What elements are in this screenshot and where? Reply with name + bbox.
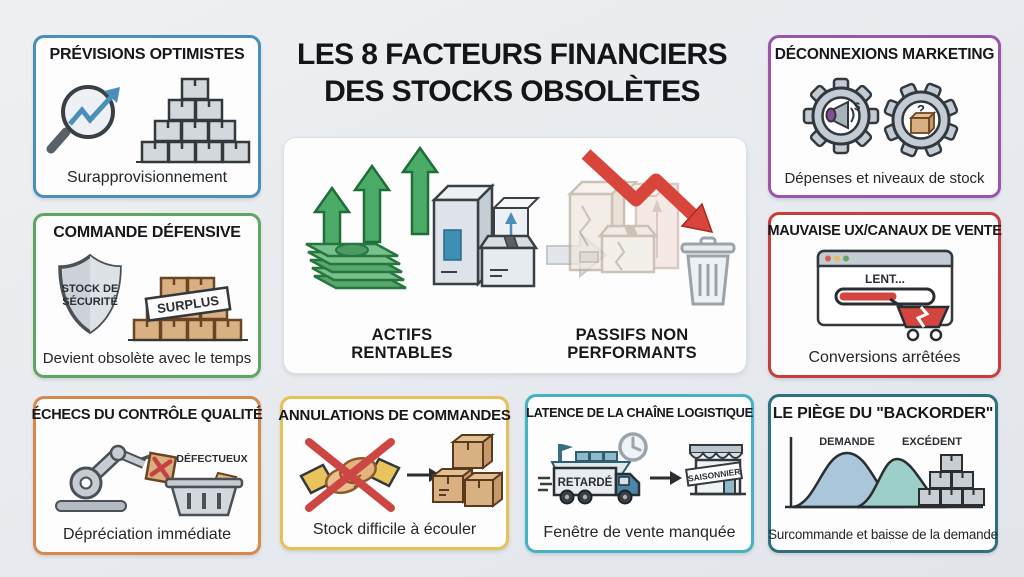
arrow-right-icon	[649, 471, 682, 486]
svg-text:STOCK DE: STOCK DE	[62, 283, 119, 295]
card-previsions-optimistes: PRÉVISIONS OPTIMISTES	[33, 35, 261, 198]
svg-text:DEMANDE: DEMANDE	[819, 436, 875, 448]
card-caption: Surcommande et baisse de la demande	[768, 526, 998, 542]
actifs-label: ACTIFS RENTABLES	[351, 326, 453, 362]
waste-basket-icon	[164, 472, 244, 517]
passifs-label: PASSIFS NON PERFORMANTS	[567, 326, 697, 362]
delayed-truck-icon: RETARDÉ	[537, 467, 640, 505]
card-commande-defensive: COMMANDE DÉFENSIVE STOCK DE SÉCURITÉ	[33, 213, 261, 378]
card-caption: Fenêtre de vente manquée	[543, 524, 736, 542]
excess-boxes-icon	[918, 454, 985, 507]
product-gear-icon: ?	[883, 82, 958, 158]
card-latence-chaine-logistique: LATENCE DE LA CHAÎNE LOGISTIQUE	[525, 394, 754, 553]
card-title: MAUVAISE UX/CANAUX DE VENTE	[767, 223, 1002, 239]
svg-text:RETARDÉ: RETARDÉ	[557, 476, 612, 489]
robot-arm-icon	[55, 444, 161, 513]
card-echecs-controle-qualite: ÉCHECS DU CONTRÔLE QUALITÉ DÉFECTUEUX	[31, 396, 263, 555]
card-caption: Dépenses et niveaux de stock	[784, 170, 985, 188]
profitable-boxes-icon	[430, 182, 541, 288]
card-caption: Dépréciation immédiate	[62, 526, 232, 544]
card-piege-backorder: LE PIÈGE DU "BACKORDER" DEMANDE EXCÉDENT…	[768, 394, 998, 553]
cancelled-handshake-icon	[298, 437, 401, 512]
card-caption: Stock difficile à écouler	[312, 521, 477, 539]
decline-arrow-icon	[581, 149, 714, 233]
cardboard-boxes-icon	[429, 432, 503, 509]
seasonal-store-icon: SAISONNIER	[684, 444, 746, 496]
svg-text:$: $	[854, 101, 860, 113]
page-title-line2: DES STOCKS OBSOLÈTES	[324, 75, 700, 108]
card-caption: Conversions arrêtées	[808, 349, 961, 367]
stacked-boxes-icon	[136, 77, 251, 164]
surplus-sign: SURPLUS	[144, 285, 232, 322]
defectueux-label: DÉFECTUEUX	[176, 452, 247, 465]
card-annulations-commandes: ANNULATIONS DE COMMANDES	[278, 396, 511, 550]
svg-text:EXCÉDENT: EXCÉDENT	[902, 435, 962, 448]
card-caption: Devient obsolète avec le temps	[42, 350, 252, 368]
card-title: LE PIÈGE DU "BACKORDER"	[772, 405, 994, 422]
card-title: LATENCE DE LA CHAÎNE LOGISTIQUE	[526, 405, 753, 420]
center-illustration-panel: ACTIFS RENTABLES PASSIFS NON PERFORMANTS	[283, 137, 747, 374]
card-title: DÉCONNEXIONS MARKETING	[774, 46, 995, 63]
card-mauvaise-ux-canaux: MAUVAISE UX/CANAUX DE VENTE LENT... Co	[767, 212, 1002, 378]
svg-text:?: ?	[917, 102, 925, 117]
card-deconnexions-marketing: DÉCONNEXIONS MARKETING $	[768, 35, 1001, 198]
green-growth-arrows-icon	[312, 145, 440, 252]
card-title: ANNULATIONS DE COMMANDES	[278, 407, 511, 424]
money-stack-icon	[305, 242, 407, 290]
broken-cart-icon	[888, 297, 950, 341]
magnifier-trend-icon	[46, 85, 120, 154]
assets-to-liabilities-illustration	[305, 145, 736, 306]
card-caption: Surapprovisionnement	[66, 169, 228, 187]
svg-text:SÉCURITÉ: SÉCURITÉ	[62, 295, 118, 308]
defective-box-icon	[144, 451, 178, 485]
page-title-line1: LES 8 FACTEURS FINANCIERS	[296, 38, 728, 71]
svg-text:LENT...: LENT...	[864, 272, 904, 286]
card-title: PRÉVISIONS OPTIMISTES	[49, 46, 245, 63]
megaphone-gear-icon: $	[802, 78, 879, 155]
card-title: ÉCHECS DU CONTRÔLE QUALITÉ	[31, 407, 263, 423]
security-shield-icon: STOCK DE SÉCURITÉ	[58, 253, 122, 334]
trash-can-icon	[680, 236, 736, 306]
clock-icon	[617, 432, 648, 463]
page-title: LES 8 FACTEURS FINANCIERS DES STOCKS OBS…	[260, 36, 764, 110]
card-title: COMMANDE DÉFENSIVE	[53, 224, 241, 241]
